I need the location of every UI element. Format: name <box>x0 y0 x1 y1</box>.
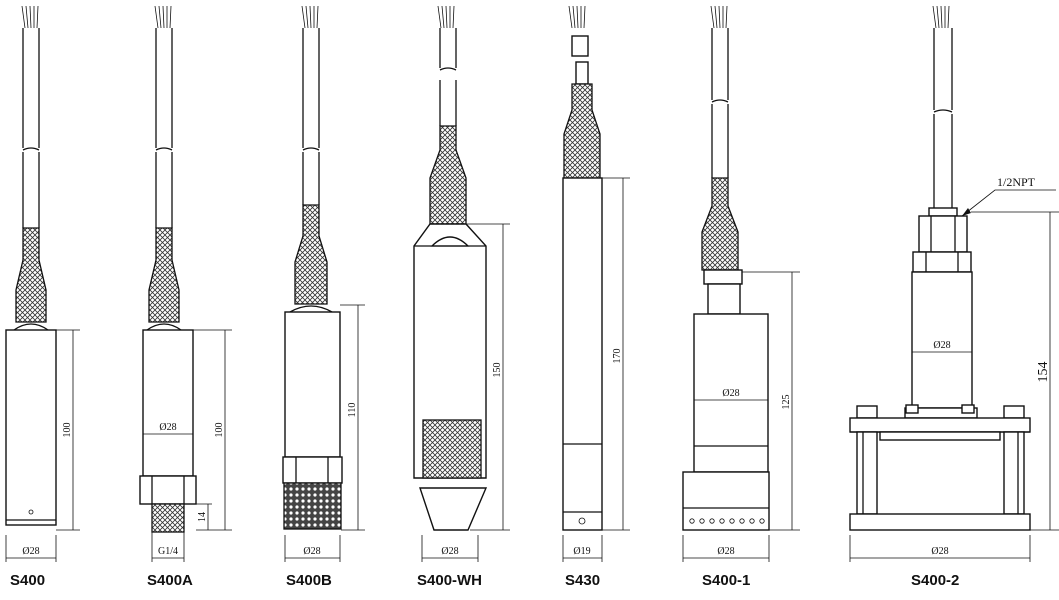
diameter-label: Ø28 <box>441 546 458 557</box>
model-label-s400-wh: S400-WH <box>417 572 483 589</box>
diameter-dimension: Ø28 <box>682 535 770 562</box>
thread-label: G1/4 <box>158 546 178 557</box>
height-label: 100 <box>62 423 73 438</box>
height-dimension: 154 <box>971 211 1059 531</box>
height-dimension: 170 <box>602 177 630 531</box>
model-label-s430: S430 <box>565 572 601 589</box>
model-label-s400-1: S400-1 <box>702 572 751 589</box>
thread-callout: 1/2NPT <box>961 175 1056 217</box>
diameter-label: Ø28 <box>303 546 320 557</box>
height-label: 110 <box>347 403 358 418</box>
inner-diameter-dimension: Ø28 <box>694 388 768 401</box>
model-label-s400b: S400B <box>286 572 332 589</box>
sensor-s430: 170 Ø19 <box>562 5 630 562</box>
model-label-s400: S400 <box>10 572 46 589</box>
diameter-label: Ø28 <box>159 422 176 433</box>
thread-length-dimension: 14 <box>196 503 212 530</box>
height-dimension: 100 <box>193 329 232 531</box>
sensor-s400b: 110 Ø28 <box>282 5 365 562</box>
sensor-s400-1: 125 Ø28 Ø28 <box>682 5 800 562</box>
thread-callout-label: 1/2NPT <box>997 175 1036 189</box>
vent-holes <box>689 518 765 524</box>
inner-diameter-label: Ø28 <box>933 340 950 351</box>
inner-diameter-label: Ø28 <box>722 388 739 399</box>
diameter-dimension: Ø19 <box>562 535 603 562</box>
height-label: 125 <box>781 395 792 410</box>
model-label-s400-2: S400-2 <box>911 572 960 589</box>
diameter-dimension: Ø28 <box>421 535 479 562</box>
sensor-s400a: 100 14 Ø28 G1/4 <box>139 5 232 562</box>
diameter-dimension: Ø28 <box>284 535 341 562</box>
diameter-label: Ø28 <box>22 546 39 557</box>
thread-dimension: G1/4 <box>151 532 185 562</box>
diameter-dimension: Ø28 <box>849 535 1031 562</box>
height-dimension: 125 <box>742 271 800 531</box>
height-label: 170 <box>612 349 623 364</box>
height-label: 154 <box>1036 362 1051 383</box>
inner-diameter-dimension: Ø28 <box>143 422 193 435</box>
height-label: 100 <box>214 423 225 438</box>
height-dimension: 100 <box>56 329 80 531</box>
model-label-s400a: S400A <box>147 572 193 589</box>
cable-wires <box>21 5 39 29</box>
diameter-dimension: Ø28 <box>5 535 57 562</box>
diameter-label: Ø28 <box>717 546 734 557</box>
inner-diameter-dimension: Ø28 <box>912 340 972 353</box>
diameter-label: Ø19 <box>573 546 590 557</box>
sensor-s400-wh: 150 Ø28 <box>413 5 510 562</box>
height-dimension: 150 <box>466 223 510 531</box>
height-label: 150 <box>492 363 503 378</box>
diameter-label: Ø28 <box>931 546 948 557</box>
height-dimension: 110 <box>340 304 365 531</box>
thread-length-label: 14 <box>197 512 208 522</box>
sensor-s400: 100 Ø28 <box>5 5 80 562</box>
sensor-s400-2: 154 1/2NPT Ø28 Ø28 <box>849 5 1059 562</box>
